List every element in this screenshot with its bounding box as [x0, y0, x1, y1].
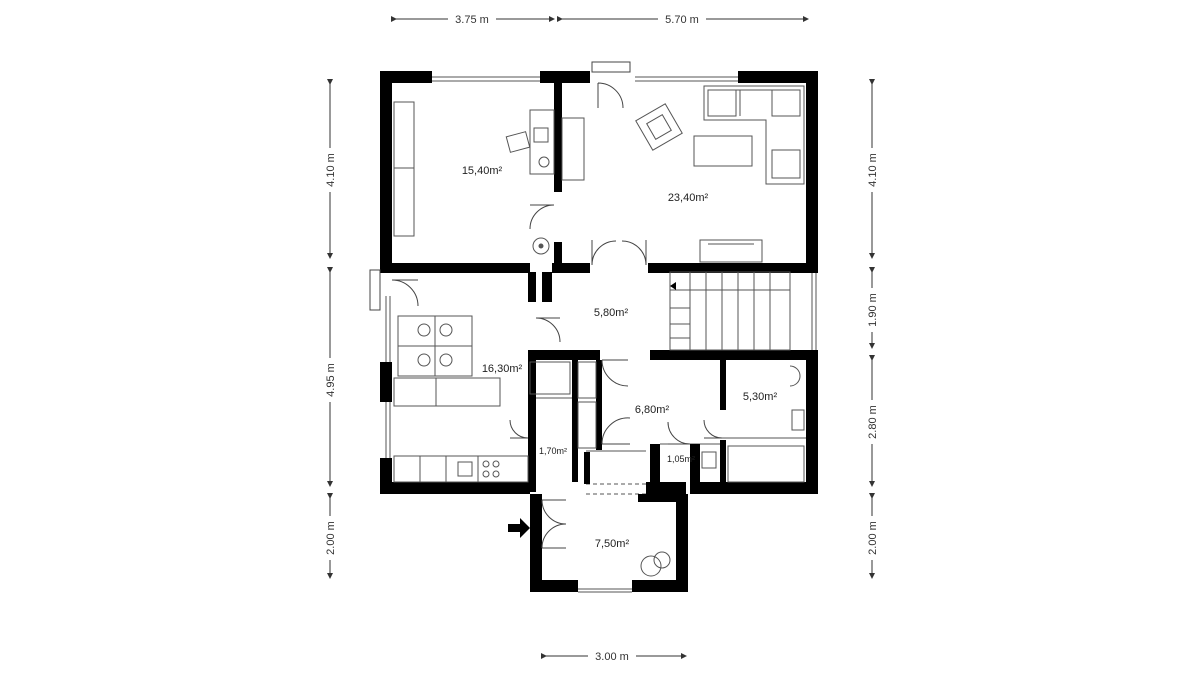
doors — [369, 61, 723, 549]
dim-bottom: 3.00 m — [595, 651, 629, 663]
dimension-lines — [327, 16, 875, 659]
window-lines — [385, 76, 817, 593]
room-area-bathroom: 5,30m² — [743, 391, 778, 403]
dim-right-1: 4.10 m — [867, 153, 879, 187]
room-area-kitchen: 16,30m² — [482, 363, 523, 375]
room-area-hall: 5,80m² — [594, 307, 629, 319]
room-area-wc: 1,05m² — [667, 454, 695, 464]
room-area-entrance: 7,50m² — [595, 538, 630, 550]
furniture — [393, 85, 805, 577]
dim-top-left: 3.75 m — [455, 14, 489, 26]
dim-left-2: 4.95 m — [325, 363, 337, 397]
walls — [380, 71, 818, 592]
dim-right-4: 2.00 m — [867, 521, 879, 555]
dim-right-3: 2.80 m — [867, 405, 879, 439]
staircase — [669, 271, 791, 351]
room-area-bedroom: 15,40m² — [462, 165, 503, 177]
stair-direction-icon — [670, 282, 676, 290]
room-area-corridor: 6,80m² — [635, 404, 670, 416]
dim-left-3: 2.00 m — [325, 521, 337, 555]
entrance-arrow-icon — [508, 518, 530, 538]
dim-top-right: 5.70 m — [665, 14, 699, 26]
dim-left-1: 4.10 m — [325, 153, 337, 187]
room-area-living: 23,40m² — [668, 192, 709, 204]
room-area-storage: 1,70m² — [539, 446, 567, 456]
dim-right-2: 1.90 m — [867, 293, 879, 327]
